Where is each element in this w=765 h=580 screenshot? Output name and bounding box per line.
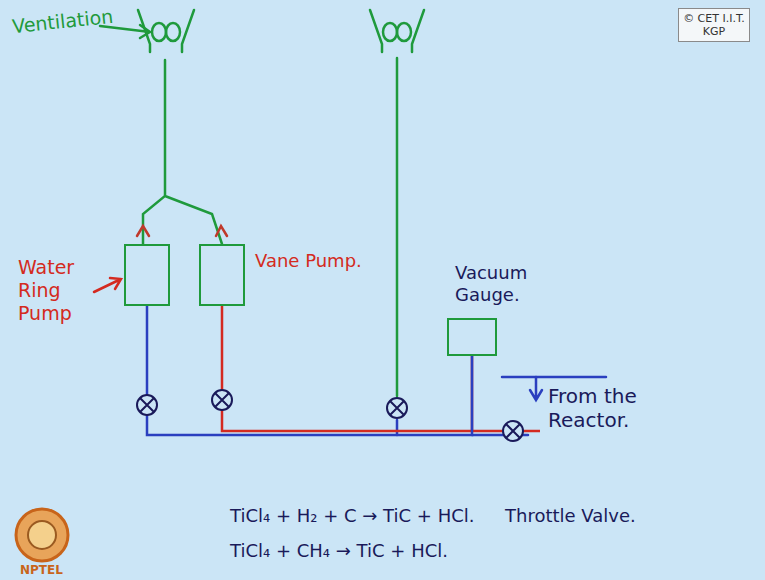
pump-box: Water Ring Pump bbox=[124, 244, 170, 306]
bypass-pipe bbox=[396, 58, 399, 396]
copyright-text: © CET I.I.T. KGP bbox=[683, 12, 745, 38]
logo-text: NPTEL bbox=[20, 563, 63, 577]
leader-arrow bbox=[94, 278, 121, 292]
box-label: Water Ring Pump bbox=[18, 256, 84, 324]
ventilation-label: Ventilation bbox=[11, 5, 114, 38]
reactor-label: From the Reactor. bbox=[548, 384, 668, 432]
reactor-line bbox=[502, 376, 606, 379]
valve-symbol bbox=[137, 395, 157, 415]
fan-left bbox=[152, 23, 166, 41]
reactor-arrow bbox=[530, 377, 542, 400]
fan-right bbox=[383, 23, 397, 41]
copyright-box: © CET I.I.T. KGP bbox=[678, 8, 750, 42]
box-label: Vane Pump. bbox=[255, 250, 362, 272]
gauge-box: Vacuum Gauge. bbox=[447, 318, 497, 356]
stack-right bbox=[370, 10, 424, 52]
equation: TiCl₄ + CH₄ → TiC + HCl. bbox=[230, 540, 448, 562]
valve-symbol bbox=[212, 390, 232, 410]
equation: TiCl₄ + H₂ + C → TiC + HCl. bbox=[230, 505, 475, 527]
pipe-connector bbox=[222, 306, 472, 431]
exhaust-pipe bbox=[143, 60, 222, 244]
box-label: Vacuum Gauge. bbox=[455, 262, 543, 305]
pipe-connector bbox=[147, 306, 472, 435]
flow-arrow bbox=[137, 226, 227, 236]
valve-symbol bbox=[503, 421, 523, 441]
pump-box: Vane Pump. bbox=[199, 244, 245, 306]
logo bbox=[16, 509, 68, 561]
valve-label: Throttle Valve. bbox=[505, 505, 636, 527]
valve-symbol bbox=[387, 398, 407, 418]
